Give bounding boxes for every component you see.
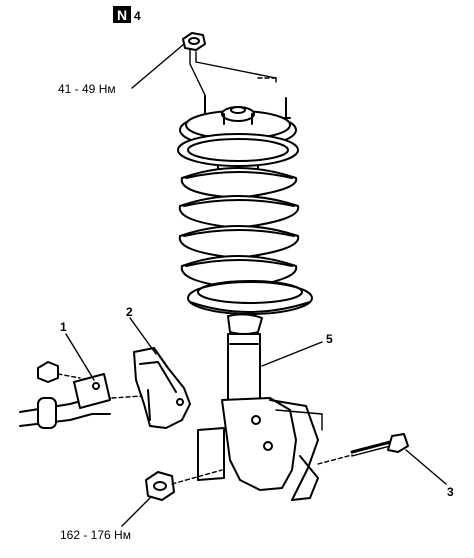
label-part-1: 1 <box>60 320 67 334</box>
label-part-5: 5 <box>326 332 333 346</box>
steering-knuckle <box>197 397 323 501</box>
bottom-nut <box>121 469 223 527</box>
strut-body <box>227 313 323 403</box>
strut-bolt <box>317 433 447 485</box>
n-square-icon: N <box>113 6 131 23</box>
badge-letter: N <box>117 7 127 23</box>
label-torque-top: 41 - 49 Нм <box>58 82 116 96</box>
coil-spring <box>177 133 313 315</box>
label-part-4: 4 <box>134 9 141 23</box>
label-torque-bottom: 162 - 176 Нм <box>60 528 131 542</box>
label-part-2: 2 <box>126 305 133 319</box>
stabilizer-link <box>19 333 143 429</box>
label-part-3: 3 <box>447 485 454 499</box>
nut-leader-lines <box>131 43 277 96</box>
stabilizer-bracket <box>129 317 191 429</box>
top-nut <box>182 32 206 51</box>
